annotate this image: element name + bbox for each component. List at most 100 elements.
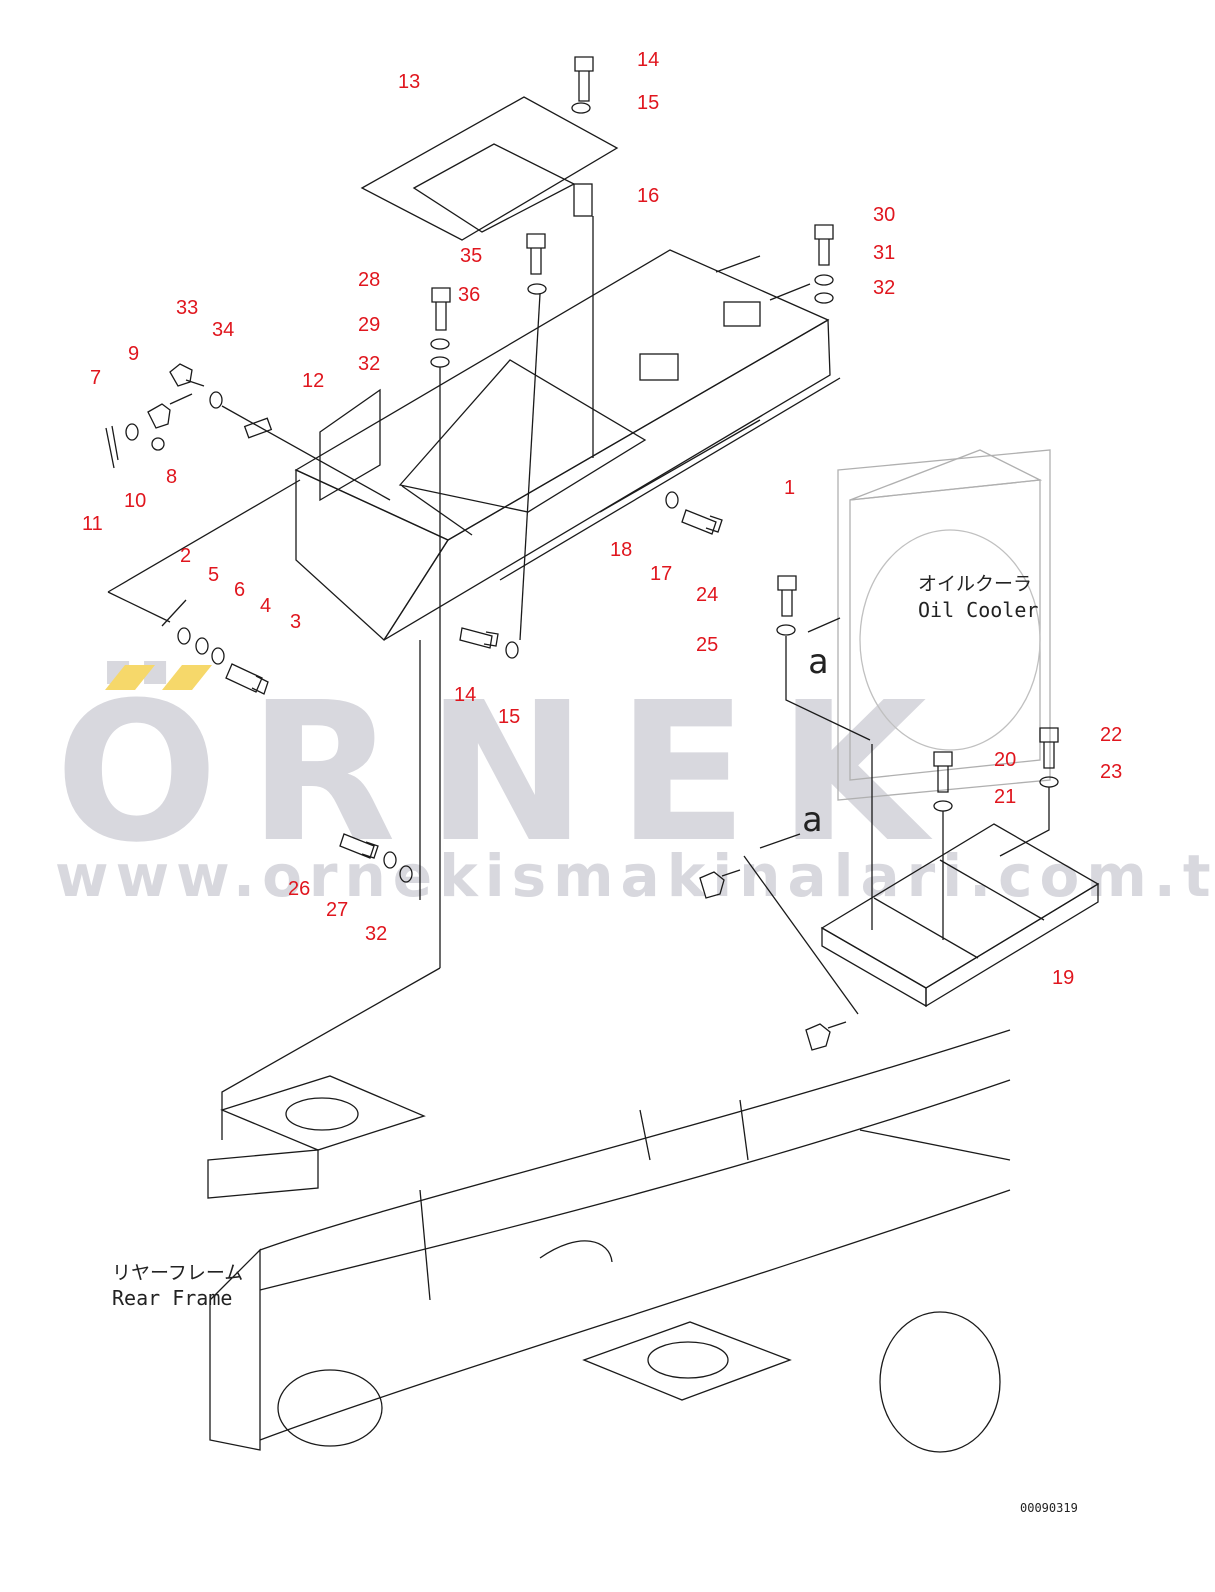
mount-frame-crossbar-1 bbox=[873, 897, 979, 959]
callout-25: 25 bbox=[696, 634, 719, 656]
rear-frame-post-3 bbox=[739, 1099, 749, 1161]
nut-8 bbox=[151, 437, 165, 451]
washer-25 bbox=[776, 624, 796, 636]
bolt-35 bbox=[526, 233, 546, 275]
rear-frame-label-en: Rear Frame bbox=[112, 1286, 233, 1310]
view-marker-lower: a bbox=[802, 800, 823, 840]
callout-12: 12 bbox=[302, 370, 325, 392]
callout-20: 20 bbox=[994, 749, 1017, 771]
rear-frame-post-2 bbox=[639, 1109, 651, 1161]
box-side-rail bbox=[599, 419, 761, 513]
bolt-22 bbox=[1039, 727, 1059, 769]
oil-cooler-top bbox=[849, 449, 1043, 501]
callout-6: 6 bbox=[234, 579, 246, 601]
rear-frame-rail-lower bbox=[259, 1189, 1011, 1441]
callout-11: 11 bbox=[82, 513, 103, 535]
guide-line-22 bbox=[999, 787, 1050, 857]
washer-21 bbox=[933, 800, 953, 812]
vent-panel-2 bbox=[639, 353, 679, 381]
callout-21: 21 bbox=[994, 786, 1017, 808]
callout-32-left: 32 bbox=[358, 353, 381, 375]
rear-rod-2 bbox=[769, 283, 811, 301]
rear-frame-rail-mid bbox=[259, 1079, 1011, 1291]
callout-4: 4 bbox=[260, 595, 272, 617]
bolt-33 bbox=[169, 363, 193, 387]
bolt-20 bbox=[933, 751, 953, 793]
oil-cooler-label-en: Oil Cooler bbox=[918, 598, 1039, 622]
watermark-accent-left bbox=[105, 665, 155, 690]
washer-31 bbox=[814, 274, 834, 286]
callout-7: 7 bbox=[90, 367, 102, 389]
callout-28: 28 bbox=[358, 269, 381, 291]
washer-10 bbox=[125, 423, 139, 441]
rear-hub-left bbox=[277, 1369, 383, 1447]
part-12 bbox=[243, 417, 273, 439]
oil-cooler-body bbox=[837, 449, 1051, 801]
bolt-24 bbox=[777, 575, 797, 617]
guide-line-2b bbox=[107, 591, 171, 623]
view-marker-upper: a bbox=[808, 642, 829, 682]
rear-frame-hole-left bbox=[285, 1097, 359, 1131]
callout-5: 5 bbox=[208, 564, 220, 586]
washer-5 bbox=[177, 627, 191, 645]
guide-line-24 bbox=[785, 636, 871, 741]
mount-frame-crossbar-2 bbox=[939, 859, 1045, 921]
bracket-16 bbox=[573, 183, 593, 217]
bolt-stay-bottom bbox=[805, 1021, 847, 1051]
guide-line-rear-frame bbox=[221, 967, 441, 1140]
washer-15-bottom bbox=[505, 641, 519, 659]
oil-cooler-fan-shroud bbox=[859, 529, 1041, 751]
callout-14-top: 14 bbox=[637, 49, 660, 71]
rear-frame-end bbox=[209, 1248, 261, 1451]
callout-36: 36 bbox=[458, 284, 481, 306]
bolt-26 bbox=[339, 833, 379, 859]
vent-panel-1 bbox=[723, 301, 761, 327]
bolt-17 bbox=[681, 509, 723, 535]
callout-34: 34 bbox=[212, 319, 235, 341]
bolt-stay-top bbox=[699, 869, 741, 899]
washer-32-bottom bbox=[399, 865, 413, 883]
callout-29: 29 bbox=[358, 314, 381, 336]
compartment-edge bbox=[401, 485, 473, 536]
bolt-33-shank bbox=[185, 379, 205, 387]
bolt-30 bbox=[814, 224, 834, 266]
rear-frame-rail-upper bbox=[259, 1029, 1011, 1251]
callout-32-bottom: 32 bbox=[365, 923, 388, 945]
callout-13: 13 bbox=[398, 71, 421, 93]
washer-18 bbox=[665, 491, 679, 509]
washer-29 bbox=[430, 338, 450, 350]
callout-26: 26 bbox=[288, 878, 311, 900]
rear-rod-1 bbox=[715, 255, 761, 273]
callout-3: 3 bbox=[290, 611, 302, 633]
washer-15-top bbox=[571, 102, 591, 114]
callout-24: 24 bbox=[696, 584, 719, 606]
top-cover-plate bbox=[360, 96, 619, 241]
mount-frame-top bbox=[820, 823, 1100, 989]
rear-frame-mount-left bbox=[220, 1075, 426, 1151]
callout-35: 35 bbox=[460, 245, 483, 267]
watermark-accent-right bbox=[162, 665, 212, 690]
rear-frame-label-jp: リヤーフレーム bbox=[112, 1262, 244, 1284]
callout-1: 1 bbox=[784, 477, 796, 499]
callout-31: 31 bbox=[873, 242, 896, 264]
callout-23: 23 bbox=[1100, 761, 1123, 783]
callout-8: 8 bbox=[166, 466, 178, 488]
pin-9 bbox=[169, 393, 193, 405]
watermark-website: www.ornekismakinalari.com.tr bbox=[55, 842, 1215, 910]
washer-32-left bbox=[430, 356, 450, 368]
rear-frame-bracket bbox=[539, 1240, 613, 1263]
washer-23 bbox=[1039, 776, 1059, 788]
bolt-28 bbox=[431, 287, 451, 331]
bolt-14-top bbox=[574, 56, 594, 102]
callout-16: 16 bbox=[637, 185, 660, 207]
washer-36 bbox=[527, 283, 547, 295]
view-a-arrow-upper bbox=[807, 617, 841, 633]
guide-line-33 bbox=[221, 405, 391, 501]
watermark-logo: ÖRNEK bbox=[55, 662, 957, 885]
rear-frame-beam bbox=[859, 1129, 1011, 1161]
guide-line-35 bbox=[519, 293, 541, 641]
rear-hub-right bbox=[879, 1311, 1001, 1453]
side-panel bbox=[319, 388, 381, 502]
